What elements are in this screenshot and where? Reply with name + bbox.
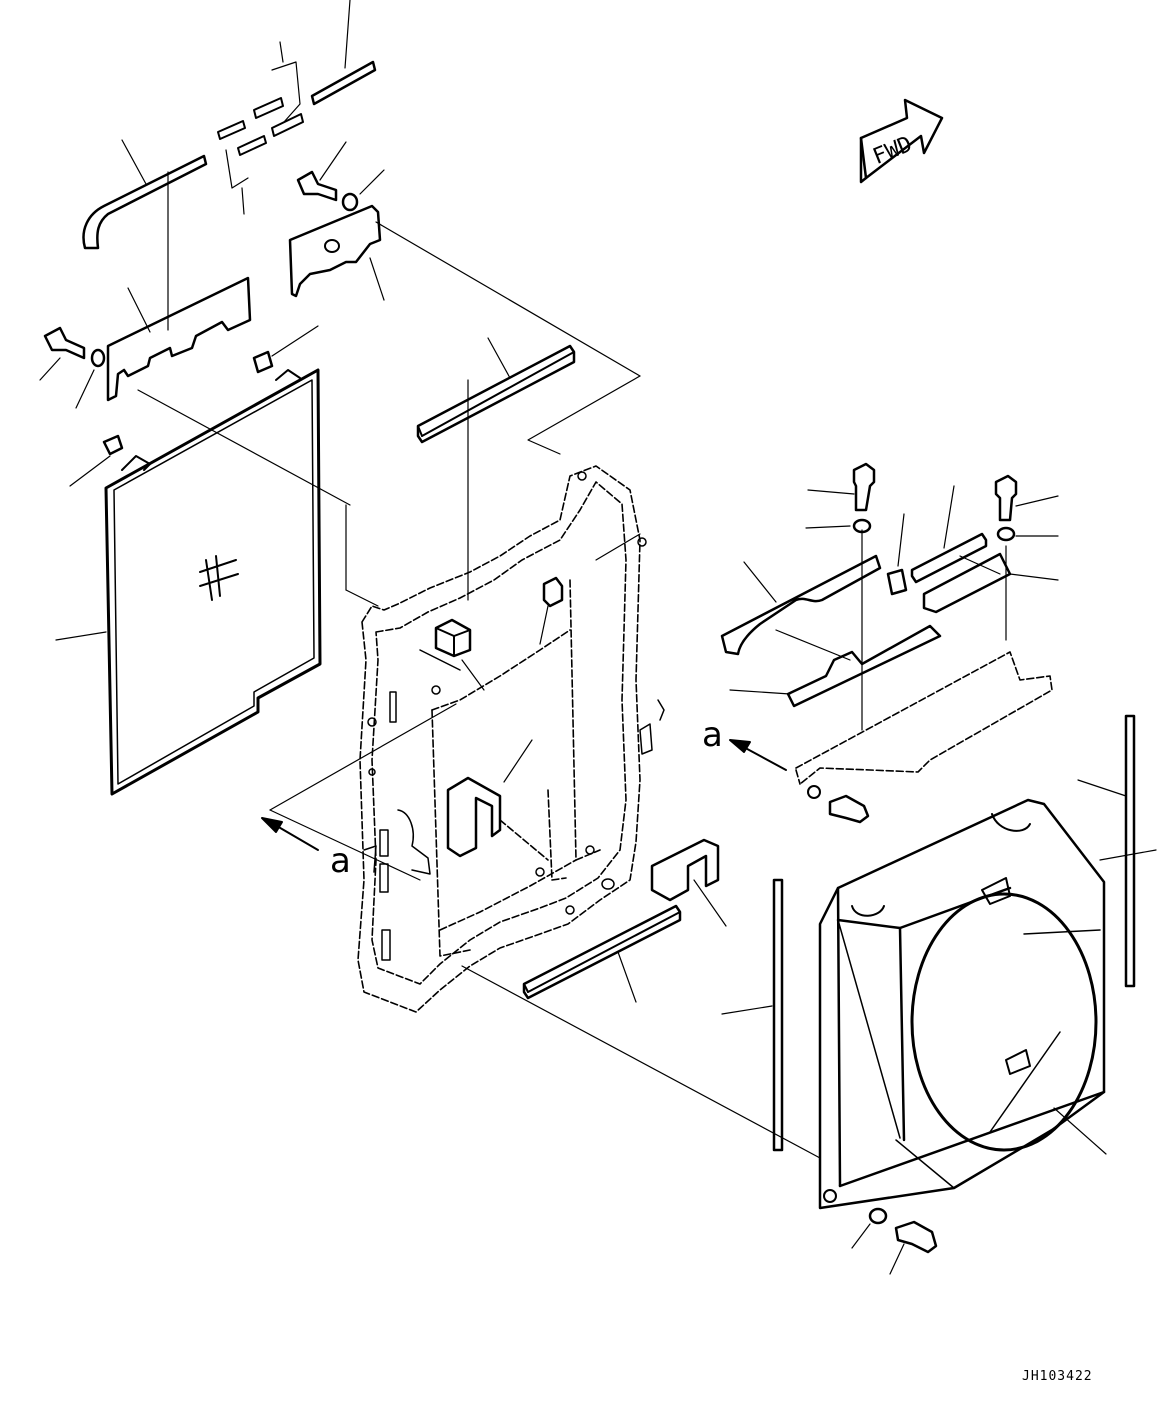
bottom-tray-right: [795, 651, 1053, 785]
drawing-code: JH103422: [1022, 1369, 1093, 1384]
view-marker-a-left: a: [330, 841, 351, 881]
washer-upper-right-b: [996, 526, 1059, 641]
rubber-block-b: [539, 576, 564, 645]
u-bracket-right: [650, 838, 727, 927]
seal-strip-curved-right: [720, 554, 882, 661]
cover-plate-upper: [288, 204, 641, 377]
bracket-plate-left: [106, 276, 351, 506]
angle-bracket-lower-right: [729, 624, 942, 708]
view-arrow-left: [261, 817, 319, 851]
seal-bar-lower: [461, 904, 821, 1159]
bolt-upper-right-b: [994, 474, 1059, 522]
fwd-direction-arrow: [859, 98, 944, 184]
seal-bar-upper: [416, 337, 641, 601]
washer-upper-right-a: [805, 518, 872, 534]
seal-strip-bent: [82, 139, 208, 331]
seal-strip-top: [310, 0, 377, 106]
rubber-block-a: [434, 618, 485, 691]
fan-shroud: [818, 798, 1157, 1210]
radiator-mounting-frame: [357, 465, 641, 1013]
u-bracket-center: [446, 739, 533, 858]
frame-details: [269, 471, 665, 961]
angle-bracket-right: [922, 552, 1059, 614]
shroud-corner-bolt: [823, 1189, 837, 1203]
bolt-top-center: [296, 141, 347, 202]
washer-top-center: [341, 169, 385, 212]
bolt-left: [39, 326, 86, 381]
washer-left: [75, 348, 106, 409]
bolt-bottom: [889, 1220, 938, 1275]
washer-bottom: [851, 1207, 888, 1249]
clip-nut-left: [69, 434, 124, 487]
view-marker-a-right: a: [702, 715, 723, 755]
clip-nut-center: [252, 325, 319, 374]
bolt-tray-right: [807, 785, 870, 824]
bolt-upper-right-a: [807, 462, 876, 731]
vertical-seal-right: [1077, 714, 1136, 988]
seal-pads-cluster: [217, 41, 304, 215]
radiator-screen-panel: [55, 368, 322, 796]
seal-strip-right-small: [910, 485, 988, 584]
small-pad-right: [886, 513, 908, 596]
view-arrow-right: [729, 739, 787, 771]
vertical-seal-left: [721, 878, 784, 1152]
